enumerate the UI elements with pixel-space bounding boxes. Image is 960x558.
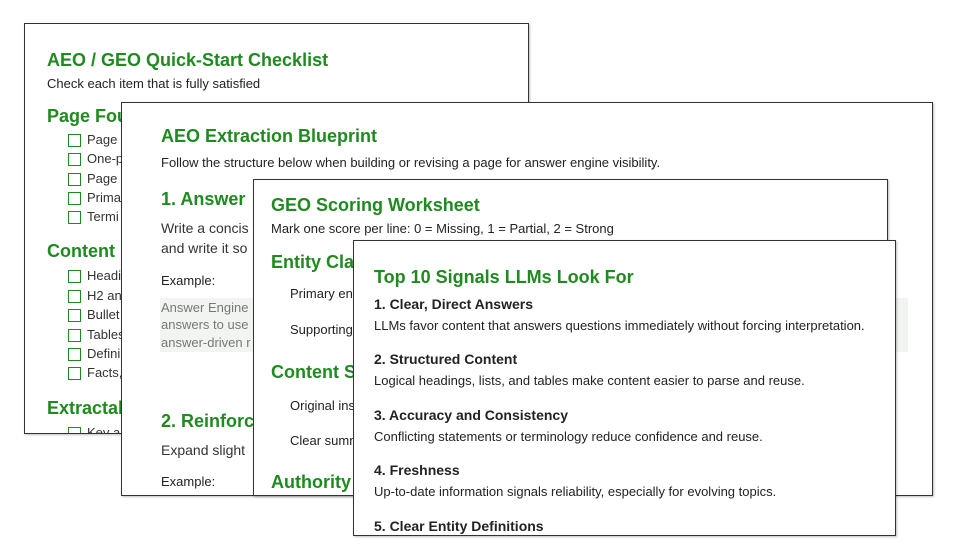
checkbox-icon[interactable] (68, 289, 81, 303)
checkbox-icon[interactable] (68, 133, 81, 147)
worksheet-title: GEO Scoring Worksheet (271, 195, 480, 215)
signal-description: Up-to-date information signals reliabili… (374, 484, 777, 499)
signal-heading: 3. Accuracy and Consistency (374, 407, 569, 423)
checkbox-icon[interactable] (68, 308, 81, 322)
signal-heading: 5. Clear Entity Definitions (374, 518, 544, 534)
checklist-item[interactable]: Prima (68, 188, 121, 208)
checklist-item[interactable]: Facts, (68, 363, 122, 383)
checklist-item[interactable]: One-p (68, 149, 123, 169)
checklist-item[interactable]: Tables (68, 325, 125, 345)
checklist-item[interactable]: Headi (68, 266, 121, 286)
section-heading: 2. Reinforc (161, 411, 255, 431)
checklist-item[interactable]: Key a (68, 423, 120, 433)
example-label: Example: (161, 273, 216, 288)
section-heading: Page Fou (47, 106, 129, 126)
example-text: answer-driven r (161, 335, 251, 350)
signal-description: Logical headings, lists, and tables make… (374, 373, 805, 388)
body-text: and write it so (161, 240, 248, 256)
example-label: Example: (161, 474, 216, 489)
score-line: Primary en (290, 286, 353, 301)
section-heading: 1. Answer (161, 189, 246, 209)
checkbox-icon[interactable] (68, 172, 81, 186)
signal-description: Conflicting statements or terminology re… (374, 429, 763, 444)
checklist-item[interactable]: Page (68, 130, 117, 150)
checkbox-icon[interactable] (68, 366, 81, 380)
checkbox-icon[interactable] (68, 152, 81, 166)
score-line: Supporting (290, 322, 353, 337)
checklist-item[interactable]: Termi (68, 207, 119, 227)
checklist-title: AEO / GEO Quick-Start Checklist (47, 50, 329, 70)
worksheet-subtitle: Mark one score per line: 0 = Missing, 1 … (271, 221, 614, 236)
signal-heading: 4. Freshness (374, 462, 460, 478)
example-text: Answer Engine (161, 300, 249, 315)
checkbox-icon[interactable] (68, 191, 81, 205)
checklist-item[interactable]: Bullet (68, 305, 120, 325)
body-text: Expand slight (161, 442, 246, 458)
section-heading: Authority (271, 472, 351, 492)
checkbox-icon[interactable] (68, 210, 81, 224)
section-heading: Entity Cla (271, 252, 355, 272)
checkbox-icon[interactable] (68, 328, 81, 342)
checkbox-icon[interactable] (68, 269, 81, 283)
checklist-item[interactable]: Page (68, 169, 117, 189)
section-heading: Content (47, 241, 115, 261)
checklist-item[interactable]: Defini (68, 344, 120, 364)
example-text: answers to use (161, 317, 249, 332)
checkbox-icon[interactable] (68, 347, 81, 361)
signal-heading: 2. Structured Content (374, 351, 518, 367)
signals-document[interactable]: Top 10 Signals LLMs Look For 1. Clear, D… (353, 240, 896, 536)
section-heading: Extractal (47, 398, 124, 418)
checkbox-icon[interactable] (68, 426, 81, 433)
score-line: Clear summ (290, 433, 361, 448)
body-text: Write a concis (161, 220, 249, 236)
score-line: Original ins (290, 398, 356, 413)
checklist-subtitle: Check each item that is fully satisfied (47, 76, 261, 91)
checklist-item[interactable]: H2 an (68, 286, 122, 306)
blueprint-title: AEO Extraction Blueprint (161, 126, 378, 146)
signal-heading: 1. Clear, Direct Answers (374, 296, 534, 312)
signals-title: Top 10 Signals LLMs Look For (374, 267, 634, 287)
section-heading: Content S (271, 362, 356, 382)
signal-description: LLMs favor content that answers question… (374, 318, 865, 333)
blueprint-subtitle: Follow the structure below when building… (161, 155, 661, 170)
